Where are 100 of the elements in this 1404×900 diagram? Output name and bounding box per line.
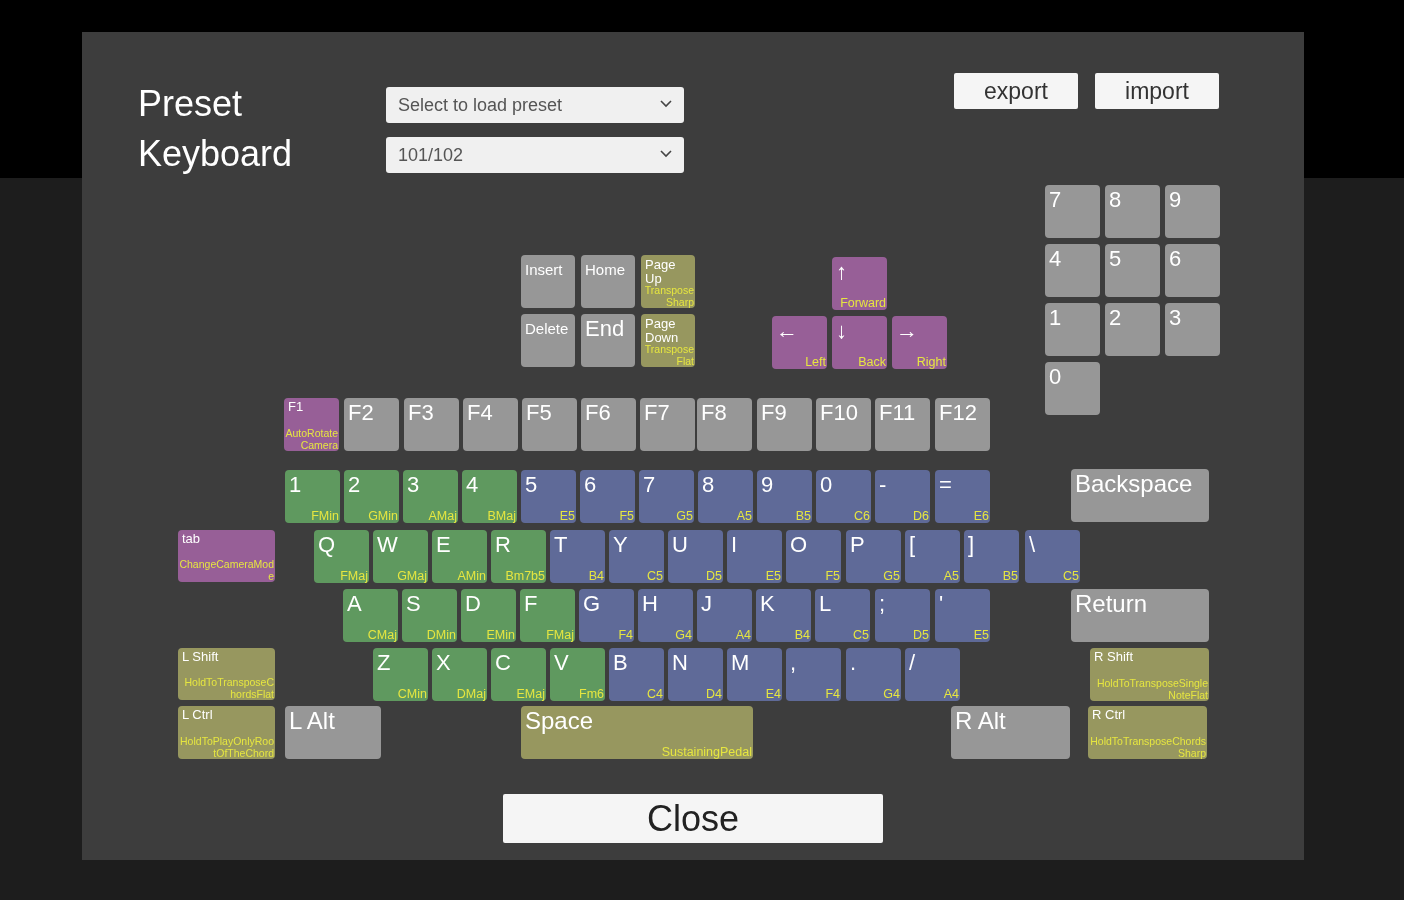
keyboard-key [521,314,575,367]
keyboard-key [404,398,459,451]
key-label: 4 [466,472,479,498]
key-label: 6 [584,472,597,498]
key-label: 2 [1109,305,1122,331]
keyboard-key [178,530,275,582]
key-label: Page Up [645,258,676,286]
keyboard-key [640,398,695,451]
key-label: F10 [820,400,858,426]
keyboard-key [344,470,399,523]
key-label: = [939,472,952,498]
keyboard-key [609,648,664,701]
keyboard-key [463,398,518,451]
keyboard-key [964,530,1019,583]
function-label: B4 [587,569,604,583]
function-label: B5 [794,509,811,523]
key-label: 0 [1049,364,1062,390]
keyboard-key [373,530,428,583]
key-label: F12 [939,400,977,426]
key-label: F6 [585,400,611,426]
keyboard-key [1045,303,1100,356]
key-label: ; [879,591,886,617]
key-label: Backspace [1075,471,1193,497]
key-label: F1 [288,400,304,414]
keyboard-key [285,470,340,523]
function-label: Back [857,355,886,369]
function-label: A5 [735,509,752,523]
keyboard-key [491,530,546,583]
preset-dropdown: Select to load preset [386,87,684,123]
close-button: Close [503,794,883,843]
function-label: A4 [942,687,959,701]
key-label: D [465,591,481,617]
keyboard-key [1105,244,1160,297]
function-label: SustainingPedal [660,745,752,759]
keyboard-key [757,470,812,523]
keyboard-key [432,648,487,701]
keyboard-key [284,398,339,451]
keyboard-key [403,470,458,523]
key-label: F4 [467,400,493,426]
key-label: Q [318,532,336,558]
keyboard-key [1090,648,1209,701]
key-label: H [642,591,658,617]
function-label: CMaj [366,628,397,642]
keyboard-key [757,398,812,451]
keyboard-key [698,470,753,523]
heading-text: Preset [138,84,243,124]
function-label: Bm7b5 [504,569,545,583]
keyboard-key [892,316,947,369]
function-label: G5 [675,509,693,523]
function-label: C5 [646,569,663,583]
key-label: ' [939,591,944,617]
key-label: J [701,591,712,617]
function-label: FMaj [545,628,574,642]
keyboard-key [1165,185,1220,238]
keyboard-key [951,706,1070,759]
key-label: \ [1029,532,1036,558]
keyboard-key [772,316,827,369]
function-label: DMin [425,628,456,642]
keyboard-key [580,470,635,523]
key-label: U [672,532,688,558]
function-label: Left [804,355,826,369]
key-label: L [819,591,832,617]
keyboard-key [1045,185,1100,238]
function-label: E6 [972,509,989,523]
key-label: F2 [348,400,374,426]
key-label: Delete [525,319,569,339]
key-label: F5 [526,400,552,426]
keyboard-key [935,470,990,523]
function-label: D6 [912,509,929,523]
key-label: 4 [1049,246,1062,272]
key-label: 3 [1169,305,1182,331]
function-label: B4 [793,628,810,642]
function-label: BMaj [486,509,516,523]
key-label: 1 [289,472,302,498]
function-label: G4 [882,687,900,701]
key-label: 7 [643,472,656,498]
keyboard-key [875,589,930,642]
key-label: ← [776,318,798,344]
keyboard-key [461,589,516,642]
keyboard-key [178,706,275,759]
keyboard-key [314,530,369,583]
function-label: C6 [853,509,870,523]
key-label: → [896,318,918,344]
keyboard-key [550,648,605,701]
function-label: ChangeCameraMode [179,559,274,582]
keyboard-key [786,530,841,583]
key-label: W [377,532,398,558]
function-label: HoldToTransposeChordsFlat [183,677,274,700]
key-label: L Shift [182,650,219,664]
key-label: 5 [1109,246,1122,272]
key-label: ] [968,532,975,558]
keyboard-key [697,589,752,642]
keyboard-key [832,257,887,310]
keyboard-key [522,398,577,451]
function-label: Fm6 [578,687,604,701]
keyboard-key [639,470,694,523]
key-label: B [613,650,628,676]
function-label: E4 [764,687,781,701]
key-label: G [583,591,601,617]
preset-dropdown: 101/102 [386,137,684,173]
